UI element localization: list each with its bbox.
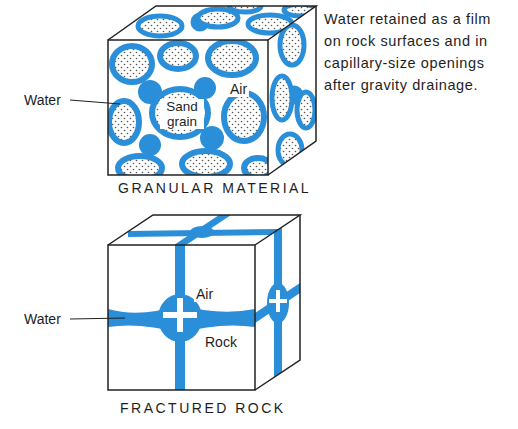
leader-line bbox=[70, 318, 125, 319]
water-label: Water bbox=[24, 311, 61, 327]
panel-caption: GRANULAR MATERIAL bbox=[118, 180, 311, 196]
sand-grain-label: Sand grain bbox=[160, 99, 204, 129]
air-label: Air bbox=[194, 286, 215, 302]
rock-label: Rock bbox=[203, 334, 239, 350]
panel-caption: FRACTURED ROCK bbox=[120, 400, 286, 416]
water-label: Water bbox=[24, 92, 61, 108]
granular-cube bbox=[108, 0, 316, 180]
fractured-cube bbox=[108, 215, 300, 390]
air-label: Air bbox=[228, 81, 249, 97]
leader-line bbox=[70, 100, 120, 104]
note-text: Water retained as a film on rock surface… bbox=[324, 8, 512, 96]
